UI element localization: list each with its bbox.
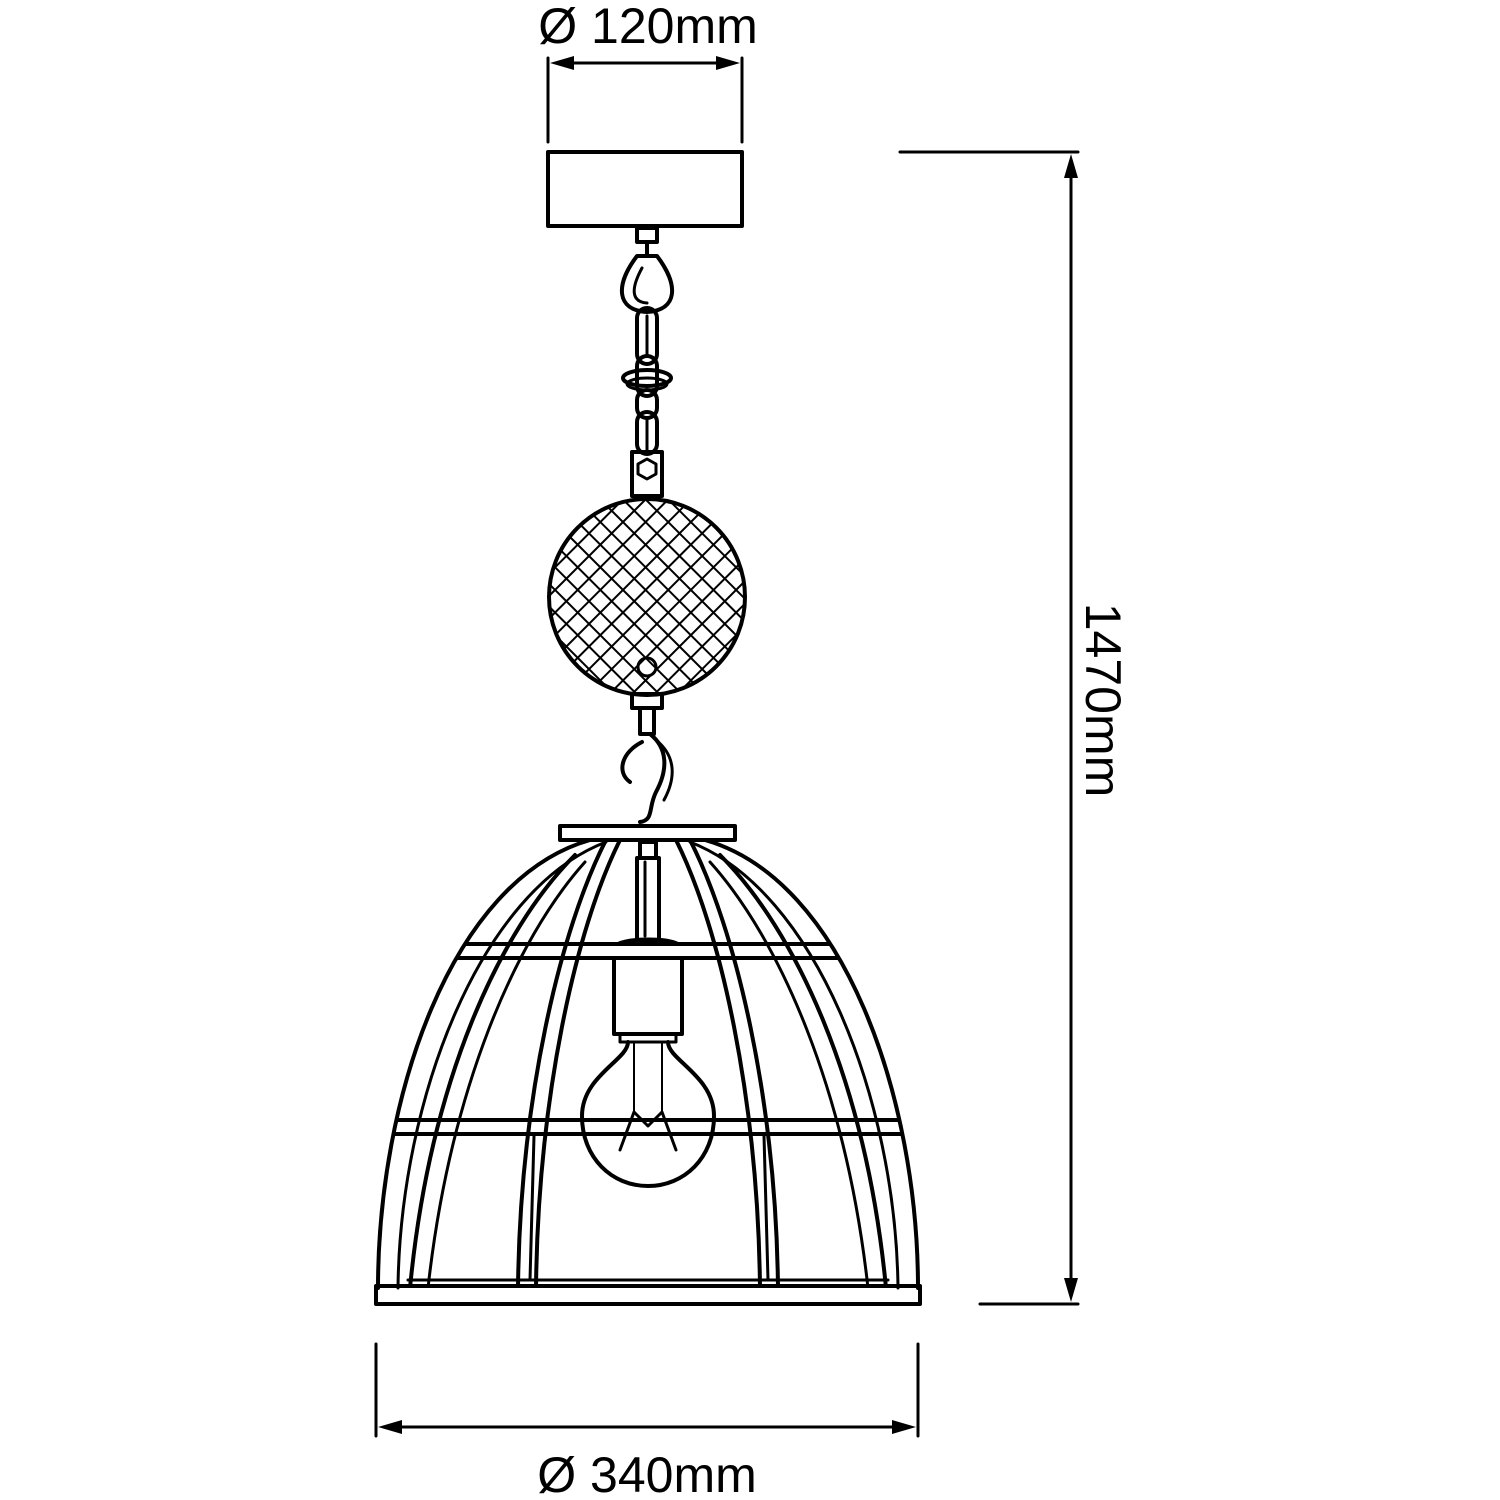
decorative-mesh-ball [547,450,747,824]
shade-diameter-label: Ø 340mm [537,1447,757,1500]
canopy-diameter-dimension: Ø 120mm [538,0,758,144]
canopy-diameter-label: Ø 120mm [538,0,758,54]
shade-diameter-dimension: Ø 340mm [374,1342,920,1500]
cage-shade [374,824,922,1306]
socket-and-bulb [580,840,716,1188]
total-height-dimension: 1470mm [898,150,1131,1306]
suspension-chain [620,226,674,456]
ceiling-canopy [546,150,744,228]
total-height-label: 1470mm [1075,603,1131,798]
